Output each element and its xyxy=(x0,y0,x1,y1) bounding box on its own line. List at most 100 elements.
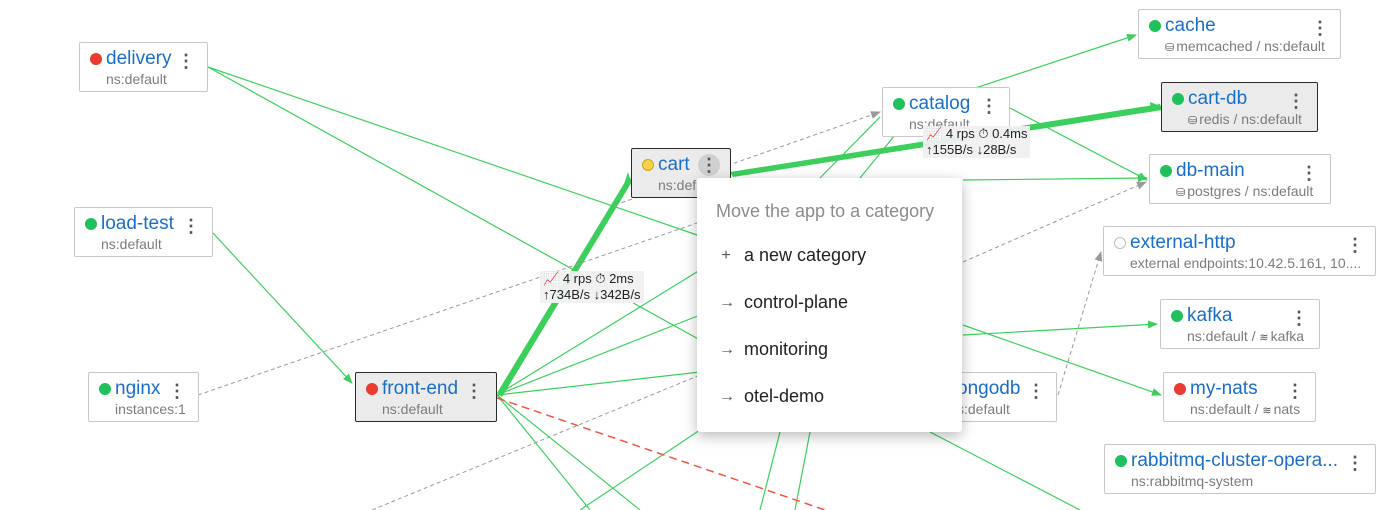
node-name[interactable]: external-http xyxy=(1130,232,1236,253)
status-ok-icon xyxy=(1160,165,1172,177)
edge-rps: 4 rps ⏱ 2ms xyxy=(562,271,634,286)
node-namespace: memcached / ns:default xyxy=(1176,38,1325,54)
node-namespace: instances:1 xyxy=(115,401,186,417)
edge-unknown xyxy=(371,374,701,510)
edge xyxy=(962,174,1148,183)
node-cart-db[interactable]: cart-db ⛁redis / ns:default ⋮ xyxy=(1161,82,1318,132)
node-cache[interactable]: cache ⛁memcached / ns:default ⋮ xyxy=(1138,9,1341,59)
node-namespace: ns:default / xyxy=(1187,328,1260,344)
node-external-http[interactable]: external-http external endpoints:10.42.5… xyxy=(1103,226,1376,276)
kebab-menu-icon[interactable]: ⋮ xyxy=(1300,163,1318,183)
edge xyxy=(211,231,353,384)
node-name[interactable]: cart-db xyxy=(1188,88,1248,109)
kebab-menu-icon[interactable]: ⋮ xyxy=(698,154,720,176)
edge xyxy=(207,66,701,237)
node-name[interactable]: load-test xyxy=(101,213,174,234)
edge-label-cart-cartdb: 📈 4 rps ⏱ 0.4ms ↑155B/s ↓28B/s xyxy=(923,126,1031,158)
status-ok-icon xyxy=(85,218,97,230)
menu-item-label: monitoring xyxy=(744,339,829,359)
node-name[interactable]: delivery xyxy=(106,48,172,69)
menu-item-label: control-plane xyxy=(744,292,849,312)
node-namespace: external endpoints:10.42.5.161, 10.... xyxy=(1130,255,1362,271)
status-error-icon xyxy=(366,383,378,395)
node-front-end[interactable]: front-end ns:default ⋮ xyxy=(355,372,497,422)
edge xyxy=(929,431,1081,510)
node-db-main[interactable]: db-main ⛁postgres / ns:default ⋮ xyxy=(1149,154,1331,204)
node-name[interactable]: my-nats xyxy=(1190,378,1258,399)
edge xyxy=(819,116,881,179)
menu-item-otel-demo[interactable]: → otel-demo xyxy=(697,378,962,418)
kebab-menu-icon[interactable]: ⋮ xyxy=(465,381,483,401)
node-load-test[interactable]: load-test ns:default ⋮ xyxy=(74,207,213,257)
status-ok-icon xyxy=(99,383,111,395)
kebab-menu-icon[interactable]: ⋮ xyxy=(1287,91,1305,111)
node-name[interactable]: cart xyxy=(658,154,690,175)
edge-unknown xyxy=(614,111,881,206)
node-rabbitmq[interactable]: rabbitmq-cluster-opera... ns:rabbitmq-sy… xyxy=(1104,444,1376,494)
status-error-icon xyxy=(90,53,102,65)
edge xyxy=(1009,107,1148,181)
edge-throughput: ↑734B/s ↓342B/s xyxy=(543,287,641,302)
menu-item-label: a new category xyxy=(744,245,867,265)
node-nginx[interactable]: nginx instances:1 ⋮ xyxy=(88,372,199,422)
kebab-menu-icon[interactable]: ⋮ xyxy=(1346,235,1364,255)
menu-item-monitoring[interactable]: → monitoring xyxy=(697,331,962,371)
edge xyxy=(496,394,641,510)
database-icon: ⛁ xyxy=(1165,42,1175,54)
kebab-menu-icon[interactable]: ⋮ xyxy=(1311,18,1329,38)
plus-icon: + xyxy=(721,247,731,264)
status-error-icon xyxy=(1174,383,1186,395)
menu-item-control-plane[interactable]: → control-plane xyxy=(697,284,962,324)
edge-unknown xyxy=(1057,251,1103,396)
database-icon: ⛁ xyxy=(1176,187,1186,199)
node-name[interactable]: ongodb xyxy=(957,378,1021,399)
edge xyxy=(496,269,701,396)
node-name[interactable]: front-end xyxy=(382,378,459,399)
edge xyxy=(759,431,781,510)
edge xyxy=(496,371,701,396)
node-name[interactable]: db-main xyxy=(1176,160,1245,181)
edge-error xyxy=(496,397,826,510)
kebab-menu-icon[interactable]: ⋮ xyxy=(1027,381,1045,401)
edge-label-frontend-cart: 📈 4 rps ⏱ 2ms ↑734B/s ↓342B/s xyxy=(540,271,644,303)
node-delivery[interactable]: delivery ns:default ⋮ xyxy=(79,42,208,92)
category-context-menu: Move the app to a category + a new categ… xyxy=(697,178,962,432)
node-name[interactable]: cache xyxy=(1165,15,1216,36)
status-ok-icon xyxy=(1171,310,1183,322)
menu-item-new-category[interactable]: + a new category xyxy=(697,237,962,277)
node-name[interactable]: nginx xyxy=(115,378,161,399)
kebab-menu-icon[interactable]: ⋮ xyxy=(1290,308,1308,328)
edge-rps: 4 rps ⏱ 0.4ms xyxy=(945,126,1028,141)
status-unknown-icon xyxy=(1114,237,1126,249)
node-my-nats[interactable]: my-nats ns:default / ≋nats ⋮ xyxy=(1163,372,1316,422)
kebab-menu-icon[interactable]: ⋮ xyxy=(182,216,200,236)
edge-unknown xyxy=(962,181,1147,263)
edge xyxy=(962,320,1158,336)
node-namespace: ns:default xyxy=(101,236,162,252)
kebab-menu-icon[interactable]: ⋮ xyxy=(168,381,186,401)
node-namespace: ns:rabbitmq-system xyxy=(1131,473,1254,489)
edge-throughput: ↑155B/s ↓28B/s xyxy=(926,142,1017,157)
node-namespace: postgres / ns:default xyxy=(1187,183,1314,199)
edge xyxy=(579,429,701,510)
kebab-menu-icon[interactable]: ⋮ xyxy=(1286,381,1304,401)
node-namespace: ns:def xyxy=(658,177,697,193)
kebab-menu-icon[interactable]: ⋮ xyxy=(980,96,998,116)
edge xyxy=(962,324,1162,396)
node-type: nats xyxy=(1273,401,1301,417)
database-icon: ⛁ xyxy=(1188,115,1198,127)
node-namespace: ns:default xyxy=(382,401,443,417)
node-namespace: s:default xyxy=(957,401,1010,417)
node-name[interactable]: kafka xyxy=(1187,305,1233,326)
status-ok-icon xyxy=(893,98,905,110)
node-kafka[interactable]: kafka ns:default / ≋kafka ⋮ xyxy=(1160,299,1320,349)
kebab-menu-icon[interactable]: ⋮ xyxy=(1346,453,1364,473)
status-ok-icon xyxy=(1115,455,1127,467)
arrow-right-icon: → xyxy=(719,388,735,405)
kebab-menu-icon[interactable]: ⋮ xyxy=(177,51,195,71)
node-name[interactable]: catalog xyxy=(909,93,971,114)
arrow-right-icon: → xyxy=(719,341,735,358)
node-name[interactable]: rabbitmq-cluster-opera... xyxy=(1131,450,1338,471)
menu-title: Move the app to a category xyxy=(716,201,935,221)
node-namespace: redis / ns:default xyxy=(1199,111,1302,127)
